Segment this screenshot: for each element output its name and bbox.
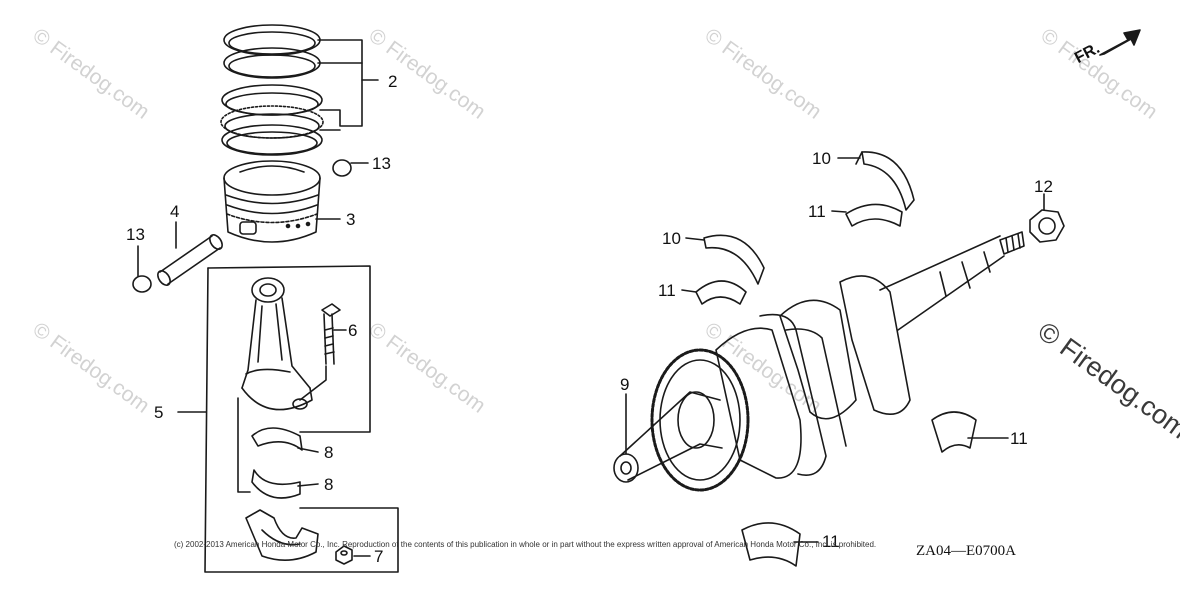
copyright-notice: (c) 2002-2013 American Honda Motor Co., …	[174, 540, 877, 549]
connecting-rod-bracket	[177, 265, 399, 573]
callout-crankshaft: 9	[620, 375, 630, 394]
bearing-bracket	[237, 397, 251, 493]
callout-main-bearing-small: 11	[822, 532, 840, 551]
callout-piston-rings: 2	[388, 72, 398, 91]
callout-rod-nut: 7	[374, 547, 384, 566]
piston-rings	[220, 24, 324, 156]
crankshaft	[613, 231, 1025, 492]
leader-2	[317, 39, 379, 131]
main-bearing-small-left	[695, 280, 747, 305]
callout-main-bearing: 10	[662, 229, 681, 248]
callout-piston-pin: 4	[170, 202, 180, 221]
callout-main-bearing-small: 11	[1010, 429, 1028, 448]
front-direction-arrow	[1099, 29, 1141, 56]
piston-pin-clip	[332, 159, 352, 177]
main-bearing-small-upper	[845, 203, 903, 227]
callout-rod-bearing: 8	[324, 475, 334, 494]
main-bearing-upper	[855, 151, 915, 211]
main-bearing-left	[703, 234, 765, 285]
rod-cap	[245, 509, 319, 561]
rod-bolt	[321, 303, 341, 365]
piston-pin-clip	[132, 275, 152, 293]
rod-bearing-upper	[251, 427, 319, 453]
diagram-code: ZA04—E0700A	[916, 543, 1016, 559]
main-bearing-small-right	[931, 411, 977, 453]
callout-connecting-rod: 5	[154, 403, 164, 422]
rod-bearing-lower	[251, 469, 319, 499]
leader-11	[831, 210, 847, 213]
piston	[223, 160, 321, 243]
leader-11	[681, 289, 697, 293]
leader-10	[685, 237, 705, 241]
callout-piston-pin-clip: 13	[126, 225, 145, 244]
main-bearing-small-bottom	[741, 522, 801, 567]
callout-main-bearing-small: 11	[808, 202, 826, 221]
piston-pin	[157, 234, 223, 286]
rod-nut	[335, 545, 353, 565]
bolt-guide-line	[299, 365, 327, 401]
callout-crankshaft-nut: 12	[1034, 177, 1053, 196]
callout-rod-bearing: 8	[324, 443, 334, 462]
callout-piston-pin-clip: 13	[372, 154, 391, 173]
callout-main-bearing-small: 11	[658, 281, 676, 300]
callout-rod-bolt: 6	[348, 321, 358, 340]
callout-piston: 3	[346, 210, 356, 229]
crankshaft-nut	[1029, 209, 1065, 243]
connecting-rod	[241, 277, 313, 411]
callout-main-bearing: 10	[812, 149, 831, 168]
